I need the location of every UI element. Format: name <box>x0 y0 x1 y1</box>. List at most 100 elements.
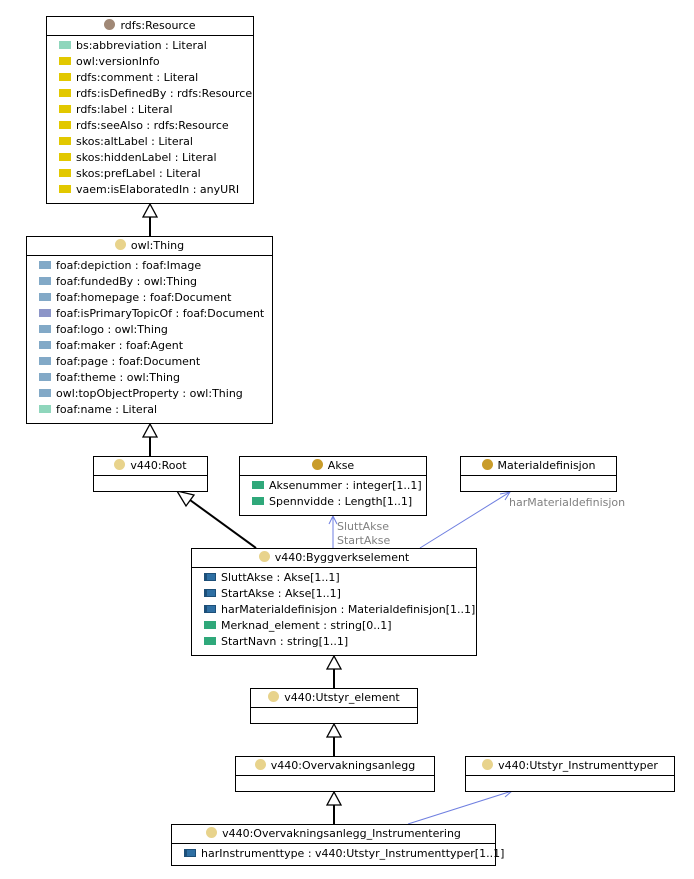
attribute-list <box>236 776 434 781</box>
class-header: rdfs:Resource <box>47 17 253 36</box>
attribute-label: SluttAkse : Akse[1..1] <box>221 571 340 584</box>
class-header: v440:Byggverkselement <box>192 549 476 568</box>
class-header: v440:Utstyr_Instrumenttyper <box>466 757 674 776</box>
edge-label-slutt-akse: SluttAkse <box>337 520 390 533</box>
class-circle-icon <box>482 759 494 770</box>
attribute-yellow-icon <box>59 105 71 113</box>
attribute-row[interactable]: StartNavn : string[1..1] <box>192 634 476 650</box>
attribute-row[interactable]: skos:prefLabel : Literal <box>47 166 253 182</box>
attribute-teal-icon <box>252 481 264 489</box>
attribute-row[interactable]: Aksenummer : integer[1..1] <box>240 478 426 494</box>
edge-byggverk-root <box>189 499 257 549</box>
attribute-row[interactable]: vaem:isElaboratedIn : anyURI <box>47 182 253 198</box>
attribute-yellow-icon <box>59 121 71 129</box>
attribute-darkblue-icon <box>204 589 216 597</box>
attribute-row[interactable]: foaf:homepage : foaf:Document <box>27 290 272 306</box>
attribute-label: StartAkse : Akse[1..1] <box>221 587 341 600</box>
class-title: rdfs:Resource <box>120 19 196 32</box>
attribute-label: harInstrumenttype : v440:Utstyr_Instrume… <box>201 847 505 860</box>
attribute-label: owl:versionInfo <box>76 55 160 68</box>
attribute-row[interactable]: foaf:theme : owl:Thing <box>27 370 272 386</box>
arrowhead-thing-resource <box>141 202 159 218</box>
attribute-row[interactable]: Spennvidde : Length[1..1] <box>240 494 426 510</box>
attribute-green-icon <box>39 405 51 413</box>
attribute-row[interactable]: foaf:maker : foaf:Agent <box>27 338 272 354</box>
attribute-list <box>466 776 674 781</box>
attribute-row[interactable]: owl:topObjectProperty : owl:Thing <box>27 386 272 402</box>
class-title: owl:Thing <box>130 239 185 252</box>
class-byggverkselement[interactable]: v440:Byggverkselement SluttAkse : Akse[1… <box>191 548 477 656</box>
class-title: Materialdefinisjon <box>497 459 596 472</box>
attribute-label: foaf:logo : owl:Thing <box>56 323 168 336</box>
attribute-row[interactable]: harInstrumenttype : v440:Utstyr_Instrume… <box>172 846 504 862</box>
attribute-teal-icon <box>204 637 216 645</box>
class-header: Materialdefinisjon <box>461 457 616 476</box>
class-header: v440:Overvakningsanlegg <box>236 757 434 776</box>
attribute-blue-icon <box>39 357 51 365</box>
attribute-row[interactable]: foaf:page : foaf:Document <box>27 354 272 370</box>
attribute-teal-icon <box>252 497 264 505</box>
attribute-row[interactable]: harMaterialdefinisjon : Materialdefinisj… <box>192 602 476 618</box>
attribute-row[interactable]: skos:hiddenLabel : Literal <box>47 150 253 166</box>
attribute-row[interactable]: skos:altLabel : Literal <box>47 134 253 150</box>
attribute-row[interactable]: rdfs:comment : Literal <box>47 70 253 86</box>
attribute-row[interactable]: StartAkse : Akse[1..1] <box>192 586 476 602</box>
class-utstyr-element[interactable]: v440:Utstyr_element <box>250 688 418 724</box>
attribute-label: Merknad_element : string[0..1] <box>221 619 392 632</box>
class-overvakningsanlegg-instrumentering[interactable]: v440:Overvakningsanlegg_Instrumentering … <box>171 824 504 866</box>
attribute-label: foaf:fundedBy : owl:Thing <box>56 275 198 288</box>
attribute-green-icon <box>59 41 71 49</box>
attribute-label: rdfs:isDefinedBy : rdfs:Resource <box>76 87 253 100</box>
attribute-blue-icon <box>39 277 51 285</box>
attribute-row[interactable]: foaf:logo : owl:Thing <box>27 322 272 338</box>
class-overvakningsanlegg[interactable]: v440:Overvakningsanlegg <box>235 756 435 792</box>
arrowhead-overv-utstyr <box>325 722 343 738</box>
attribute-list: Aksenummer : integer[1..1] Spennvidde : L… <box>240 476 426 513</box>
attribute-list <box>461 476 616 481</box>
attribute-yellow-icon <box>59 57 71 65</box>
attribute-darkblue-icon <box>204 605 216 613</box>
class-utstyr-instrumenttyper[interactable]: v440:Utstyr_Instrumenttyper <box>465 756 675 792</box>
class-circle-icon <box>206 827 218 838</box>
attribute-list: harInstrumenttype : v440:Utstyr_Instrume… <box>172 844 504 865</box>
attribute-row[interactable]: rdfs:seeAlso : rdfs:Resource <box>47 118 253 134</box>
class-header: v440:Overvakningsanlegg_Instrumentering <box>172 825 495 844</box>
attribute-row[interactable]: foaf:depiction : foaf:Image <box>27 258 272 274</box>
attribute-blue-icon <box>39 293 51 301</box>
attribute-label: skos:prefLabel : Literal <box>76 167 201 180</box>
assoc-arrow-akse <box>328 514 338 525</box>
class-header: Akse <box>240 457 426 476</box>
attribute-row[interactable]: foaf:fundedBy : owl:Thing <box>27 274 272 290</box>
attribute-row[interactable]: owl:versionInfo <box>47 54 253 70</box>
attribute-row[interactable]: bs:abbreviation : Literal <box>47 38 253 54</box>
attribute-row[interactable]: rdfs:isDefinedBy : rdfs:Resource <box>47 86 253 102</box>
class-materialdefinisjon[interactable]: Materialdefinisjon <box>460 456 617 492</box>
attribute-purple-icon <box>39 309 51 317</box>
attribute-row[interactable]: rdfs:label : Literal <box>47 102 253 118</box>
attribute-label: foaf:maker : foaf:Agent <box>56 339 184 352</box>
attribute-darkblue-icon <box>204 573 216 581</box>
attribute-blue-icon <box>39 389 51 397</box>
class-title: v440:Root <box>130 459 187 472</box>
attribute-row[interactable]: Merknad_element : string[0..1] <box>192 618 476 634</box>
class-akse[interactable]: Akse Aksenummer : integer[1..1] Spennvidd… <box>239 456 427 516</box>
arrowhead-root-thing <box>141 422 159 438</box>
attribute-row[interactable]: SluttAkse : Akse[1..1] <box>192 570 476 586</box>
attribute-label: Aksenummer : integer[1..1] <box>269 479 422 492</box>
arrowhead-utstyr-byggverk <box>325 654 343 670</box>
class-v440-root[interactable]: v440:Root <box>93 456 208 492</box>
attribute-label: foaf:homepage : foaf:Document <box>56 291 232 304</box>
class-title: Akse <box>327 459 355 472</box>
attribute-row[interactable]: foaf:isPrimaryTopicOf : foaf:Document <box>27 306 272 322</box>
class-header: v440:Utstyr_element <box>251 689 417 708</box>
attribute-yellow-icon <box>59 137 71 145</box>
attribute-darkblue-icon <box>184 849 196 857</box>
attribute-label: StartNavn : string[1..1] <box>221 635 349 648</box>
attribute-label: foaf:isPrimaryTopicOf : foaf:Document <box>56 307 265 320</box>
attribute-row[interactable]: foaf:name : Literal <box>27 402 272 418</box>
attribute-label: foaf:theme : owl:Thing <box>56 371 180 384</box>
